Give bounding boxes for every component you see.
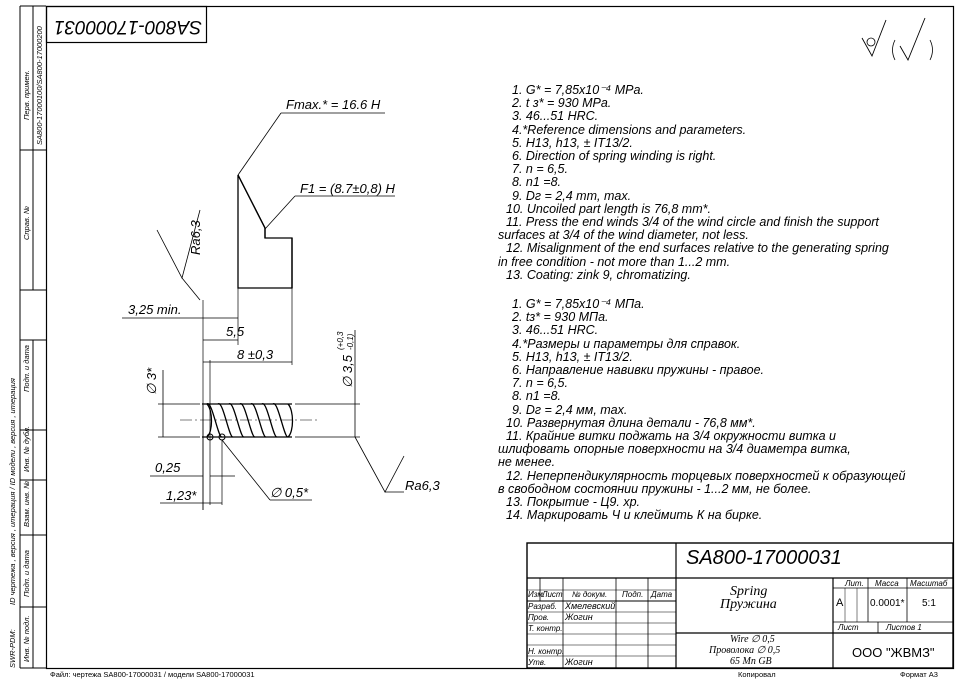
note-ru-line: шлифовать опорные поверхности на 3/4 диа… <box>498 442 851 457</box>
note-en-line: 8. n1 =8. <box>512 175 561 190</box>
header-data: Дата <box>651 590 673 599</box>
dim-dia-0-5: ∅ 0,5* <box>270 485 309 500</box>
material-ru: Проволока ∅ 0,5 <box>709 645 781 656</box>
razrab-name: Хмелевский <box>565 601 616 611</box>
dim-3-5: ∅ 3,5 <box>340 354 355 388</box>
note-ru-line: 8. n1 =8. <box>512 389 561 404</box>
sprav-label: Справ. № <box>22 205 31 240</box>
swr-pdm-label: SWR-PDM: <box>8 629 17 668</box>
spring-coil <box>202 403 294 438</box>
note-ru-line: 14. Маркировать Ч и клеймить К на бирке. <box>506 508 763 523</box>
note-en-line: 10. Uncoiled part length is 76,8 mm*. <box>506 201 711 216</box>
dim-1-23: 1,23* <box>166 488 197 503</box>
note-en-line: 5. H13, h13, ± IT13/2. <box>512 135 633 150</box>
inv-dubl-label: Инв. № дубл. <box>22 425 31 472</box>
note-en-line: 1. G* = 7,85x10⁻⁴ MPa. <box>512 83 644 97</box>
version-text: ID чертежа , версия , итерация / ID моде… <box>8 378 17 605</box>
razrab-label: Разраб. <box>528 602 557 611</box>
header-podp: Подп. <box>622 590 644 599</box>
note-en-line: 12. Misalignment of the end surfaces rel… <box>506 241 889 256</box>
ra-top-label: Ra6,3 <box>188 220 203 255</box>
dim-3-5-tol-dn: -0,1) <box>346 333 355 350</box>
note-ru-line: 7. n = 6,5. <box>512 376 568 391</box>
dim-8: 8 ±0,3 <box>237 347 274 362</box>
note-ru-line: 1. G* = 7,85x10⁻⁴ МПа. <box>512 297 645 311</box>
part-name-en: Spring <box>730 584 768 599</box>
note-en-line: 6. Direction of spring winding is right. <box>512 149 717 163</box>
note-en-line: 9. Dг = 2,4 mm, max. <box>512 188 632 203</box>
perv-primen-value: SA800-17000100/SA800-17000200 <box>35 26 44 145</box>
material-grade: 65 Mn GB <box>730 656 772 667</box>
header-n-dokum: № докум. <box>572 590 608 599</box>
utv-label: Утв. <box>528 658 547 667</box>
prov-name: Жогин <box>565 612 593 622</box>
note-ru-line: 13. Покрытие - Ц9. хр. <box>506 495 640 509</box>
note-en-line: 3. 46...51 HRC. <box>512 109 599 124</box>
note-ru-line: не менее. <box>498 455 556 470</box>
tkontr-label: Т. контр. <box>528 624 563 633</box>
inv-podl-label: Инв. № подл. <box>22 615 31 662</box>
part-name-ru: Пружина <box>720 597 777 612</box>
top-designation-stamp: SA800-17000031 <box>54 16 202 37</box>
utv-name: Жогин <box>565 657 593 667</box>
note-ru-line: 3. 46...51 HRC. <box>512 323 599 338</box>
note-en-line: surfaces at 3/4 of the wind diameter, no… <box>498 228 749 243</box>
vzam-inv-label: Взам. инв. № <box>22 480 31 527</box>
footer-copied: Копировал <box>738 670 776 679</box>
massa-label: Масса <box>875 579 899 588</box>
note-en-line: in free condition - not more than 1...2 … <box>498 254 731 269</box>
footer-format: Формат А3 <box>900 670 938 679</box>
ra-bottom-label: Ra6,3 <box>405 478 440 493</box>
massa-value: 0.0001* <box>870 598 905 609</box>
masshtab-label: Масштаб <box>910 579 948 588</box>
note-ru-line: 9. Dг = 2,4 мм, max. <box>512 402 628 417</box>
dim-5-5: 5,5 <box>226 324 245 339</box>
dim-3-5-tol-up: (+0,3 <box>336 331 345 350</box>
dim-0-25: 0,25 <box>155 460 181 475</box>
note-ru-line: 10. Развернутая длина детали - 76,8 мм*. <box>506 415 756 430</box>
note-ru-line: 2. tз* = 930 МПа. <box>512 310 609 325</box>
nkontr-label: Н. контр. <box>528 647 565 656</box>
note-ru-line: 5. H13, h13, ± IT13/2. <box>512 349 633 364</box>
note-en-line: 2. t з* = 930 MPa. <box>512 96 612 111</box>
masshtab-value: 5:1 <box>922 598 936 609</box>
material-en: Wire ∅ 0,5 <box>730 634 775 645</box>
fmax-label: Fmax.* = 16.6 H <box>286 97 381 112</box>
title-designation: SA800-17000031 <box>686 547 842 569</box>
list-label: Лист <box>838 623 859 632</box>
note-ru-line: 6. Направление навивки пружины - правое. <box>512 363 764 377</box>
note-ru-line: 11. Крайние витки поджать на 3/4 окружно… <box>506 429 836 443</box>
header-izm: Изм. <box>528 590 546 599</box>
lit-label: Лит. <box>845 579 864 588</box>
dim-3-25-min: 3,25 min. <box>128 302 182 317</box>
note-en-line: 7. n = 6,5. <box>512 162 568 177</box>
f1-label: F1 = (8.7±0,8) H <box>300 181 395 196</box>
listov-label: Листов 1 <box>886 623 922 632</box>
footer-file: Файл: чертежа SA800-17000031 / модели SA… <box>50 670 255 679</box>
podp-data-label-1: Подп. и дата <box>22 345 31 392</box>
lit-value: A <box>836 597 844 609</box>
perv-primen-label: Перв. примен. <box>22 70 31 120</box>
company-name: ООО "ЖВМЗ" <box>852 645 935 660</box>
note-ru-line: 12. Неперпендикулярность торцевых поверх… <box>506 468 906 483</box>
dim-dia-3: ∅ 3* <box>144 367 159 395</box>
podp-data-label-2: Подп. и дата <box>22 550 31 597</box>
prov-label: Пров. <box>528 613 550 622</box>
note-ru-line: в свободном состоянии пружины - 1...2 мм… <box>498 481 812 496</box>
header-list: Лист <box>542 590 563 599</box>
note-en-line: 13. Coating: zink 9, chromatizing. <box>506 267 691 282</box>
note-en-line: 11. Press the end winds 3/4 of the wind … <box>506 215 879 229</box>
note-en-line: 4.*Reference dimensions and parameters. <box>512 122 747 137</box>
note-ru-line: 4.*Размеры и параметры для справок. <box>512 336 741 351</box>
